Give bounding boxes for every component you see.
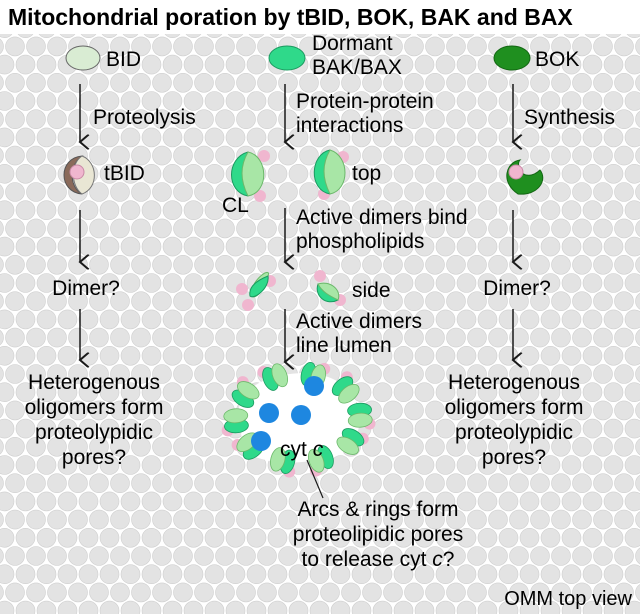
proteolysis-label: Proteolysis — [93, 106, 196, 129]
bok-label: BOK — [535, 48, 579, 71]
cyt-pointer-line — [306, 459, 324, 499]
bok-protein-icon — [493, 45, 531, 71]
right-result-line-2: oligomers form — [445, 396, 584, 419]
bakbax-dimer-side-icon-2 — [314, 270, 346, 306]
arcs-label-1: Arcs & rings form — [297, 498, 458, 521]
right-result-line-4: pores? — [482, 446, 546, 469]
left-column: BID Proteolysis tBID Dimer? Heterogenous… — [25, 45, 196, 469]
bind-label-1: Active dimers bind — [296, 206, 468, 229]
cyt-c-molecule-3 — [304, 376, 324, 396]
synthesis-label: Synthesis — [524, 106, 615, 129]
bind-label-2: phospholipids — [296, 230, 424, 253]
pore-dimer — [270, 447, 296, 478]
bakbax-dimer-top-icon — [313, 149, 349, 200]
ppi-label-2: interactions — [296, 114, 403, 137]
pore-dimer — [307, 445, 334, 477]
lumen-label-2: line lumen — [296, 334, 392, 357]
diagram-title: Mitochondrial poration by tBID, BOK, BAK… — [8, 4, 573, 30]
dormant-label-1: Dormant — [312, 32, 393, 55]
bakbax-dimer-side-icon-1 — [236, 271, 276, 311]
cl-label: CL — [222, 194, 249, 217]
arcs-label-3: to release cyt c? — [302, 548, 455, 571]
left-result-line-2: oligomers form — [25, 396, 164, 419]
right-column: BOK Synthesis Dimer? Heterogenous oligom… — [445, 45, 615, 469]
middle-column: Dormant BAK/BAX Protein-protein interact… — [221, 32, 468, 571]
pore-dimer — [336, 428, 369, 455]
bid-label: BID — [106, 48, 141, 71]
side-label: side — [352, 279, 391, 302]
dormant-label-2: BAK/BAX — [312, 56, 402, 79]
pore-dimer — [257, 363, 289, 391]
top-label: top — [352, 162, 381, 185]
bok-active-icon — [506, 159, 544, 195]
left-result-line-3: proteolypidic — [35, 421, 153, 444]
left-result-line-4: pores? — [62, 446, 126, 469]
pore-dimer — [221, 408, 249, 437]
pore-dimer — [231, 376, 260, 408]
pore-dimer — [347, 402, 376, 430]
arcs-label-2: proteolipidic pores — [293, 523, 463, 546]
omm-view-label: OMM top view — [504, 588, 632, 610]
left-result-line-1: Heterogenous — [28, 371, 160, 394]
tbid-label: tBID — [104, 162, 145, 185]
tbid-protein-icon — [63, 155, 95, 195]
lumen-label-1: Active dimers — [296, 310, 422, 333]
pore-ring — [221, 362, 376, 478]
cyt-c-molecule-2 — [291, 405, 311, 425]
right-result-line-1: Heterogenous — [448, 371, 580, 394]
dormant-bakbax-icon — [268, 45, 306, 71]
cyt-c-molecule-4 — [251, 431, 271, 451]
left-dimer-label: Dimer? — [52, 277, 120, 300]
ppi-label-1: Protein-protein — [296, 90, 434, 113]
pore-dimer — [331, 371, 360, 404]
bakbax-dimer-cl-icon — [231, 150, 270, 202]
bid-protein-icon — [65, 45, 101, 71]
cyt-label: cyt c — [280, 438, 324, 461]
right-result-line-3: proteolypidic — [455, 421, 573, 444]
cyt-c-molecule-1 — [259, 403, 279, 423]
right-dimer-label: Dimer? — [483, 277, 551, 300]
